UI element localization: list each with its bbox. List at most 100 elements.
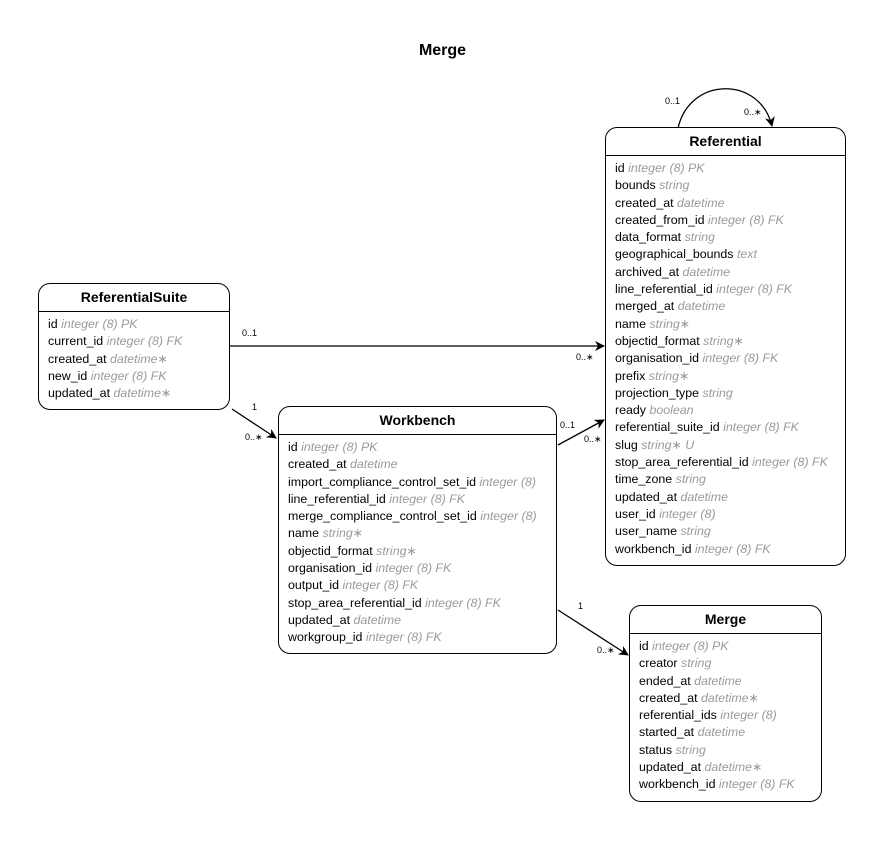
attribute-row: merged_at datetime [615, 298, 845, 315]
attribute-type: integer (8) [720, 708, 777, 723]
attribute-name: data_format [615, 230, 682, 245]
attribute-type: integer (8) FK [106, 334, 183, 349]
attribute-type: string [659, 178, 690, 193]
attribute-name: referential_suite_id [615, 420, 720, 435]
attribute-name: updated_at [48, 386, 111, 401]
attribute-type: integer (8) PK [652, 639, 729, 653]
attribute-row: archived_at datetime [615, 264, 845, 281]
attribute-type: integer (8) PK [301, 440, 378, 454]
attribute-name: organisation_id [288, 561, 373, 576]
attribute-row: updated_at datetime∗ [48, 385, 229, 402]
attribute-type: integer (8) FK [694, 541, 771, 556]
attribute-name: workgroup_id [288, 630, 363, 645]
attribute-row: id integer (8) PK [639, 638, 821, 655]
mult-wb-ref-from: 0..1 [560, 420, 576, 430]
entity-header: Workbench [279, 407, 556, 435]
attribute-row: objectid_format string∗ [288, 543, 556, 560]
attribute-name: id [615, 161, 625, 175]
attribute-row: time_zone string [615, 471, 845, 488]
attribute-type: integer (8) FK [708, 212, 784, 227]
mult-wb-merge-to: 0..∗ [597, 645, 615, 655]
attribute-name: line_referential_id [288, 491, 386, 506]
attribute-name: geographical_bounds [615, 247, 734, 262]
attribute-row: workbench_id integer (8) FK [615, 541, 845, 558]
edge-referential-self [677, 88, 775, 129]
attribute-type: datetime [697, 725, 746, 740]
attribute-row: created_at datetime [288, 456, 556, 473]
attribute-type: datetime [694, 673, 742, 688]
attribute-name: id [639, 639, 649, 653]
attribute-name: referential_ids [639, 708, 717, 723]
attribute-row: data_format string [615, 229, 845, 246]
attribute-row: slug string∗ U [615, 437, 845, 454]
attribute-row: line_referential_id integer (8) FK [288, 491, 556, 508]
mult-self-to: 0..∗ [744, 107, 762, 117]
attribute-row: workbench_id integer (8) FK [639, 776, 821, 793]
attribute-name: id [288, 440, 298, 454]
attribute-type: text [736, 247, 757, 262]
attribute-type: datetime [680, 489, 728, 504]
attribute-type: string∗ [703, 333, 744, 348]
entity-header: Merge [630, 606, 821, 634]
attribute-name: started_at [639, 725, 695, 740]
attribute-type: integer (8) FK [752, 455, 828, 470]
edge-referentialsuite-workbench [231, 408, 277, 439]
attribute-row: referential_ids integer (8) [639, 707, 821, 724]
attribute-name: current_id [48, 334, 104, 349]
attribute-name: updated_at [288, 612, 351, 627]
attribute-row: referential_suite_id integer (8) FK [615, 419, 845, 436]
attribute-type: datetime [677, 299, 726, 314]
attribute-type: integer (8) [480, 509, 537, 524]
attribute-type: integer (8) PK [61, 317, 138, 331]
attribute-row: workgroup_id integer (8) FK [288, 629, 556, 646]
attribute-row: ended_at datetime [639, 673, 821, 690]
attribute-name: status [639, 742, 673, 757]
attribute-type: datetime∗ [704, 760, 763, 775]
attribute-type: integer (8) [479, 474, 536, 489]
attribute-row: ready boolean [615, 402, 845, 419]
attribute-type: string∗ U [641, 437, 695, 452]
attribute-name: new_id [48, 368, 88, 383]
attribute-type: integer (8) FK [342, 578, 419, 593]
attribute-name: archived_at [615, 264, 680, 279]
attribute-row: line_referential_id integer (8) FK [615, 281, 845, 298]
attribute-type: integer (8) FK [375, 561, 452, 576]
attribute-row: prefix string∗ [615, 368, 845, 385]
attribute-type: integer (8) PK [628, 161, 705, 175]
mult-wb-ref-to: 0..∗ [584, 434, 602, 444]
attribute-type: datetime∗ [701, 690, 759, 705]
attribute-row: updated_at datetime [288, 612, 556, 629]
attribute-row: user_name string [615, 523, 845, 540]
attribute-name: user_name [615, 524, 677, 539]
attribute-row: started_at datetime [639, 724, 821, 741]
attribute-name: updated_at [615, 489, 678, 504]
attribute-row: name string∗ [615, 316, 845, 333]
attribute-type: string [684, 230, 715, 245]
attribute-name: organisation_id [615, 351, 700, 366]
mult-suite-wb-to: 0..∗ [245, 432, 263, 442]
attribute-type: integer (8) FK [718, 777, 795, 792]
attribute-row: import_compliance_control_set_id integer… [288, 474, 556, 491]
attribute-type: string [675, 742, 706, 757]
attribute-type: datetime∗ [110, 351, 168, 366]
mult-wb-merge-from: 1 [578, 601, 584, 611]
attribute-row: status string [639, 742, 821, 759]
attribute-row: stop_area_referential_id integer (8) FK [288, 595, 556, 612]
attribute-type: datetime [682, 264, 731, 279]
attribute-type: datetime [350, 457, 398, 472]
attribute-name: created_at [615, 195, 674, 210]
attribute-name: user_id [615, 506, 656, 521]
attribute-row: objectid_format string∗ [615, 333, 845, 350]
attribute-name: line_referential_id [615, 282, 713, 297]
mult-self-from: 0..1 [665, 96, 681, 106]
attribute-row: updated_at datetime∗ [639, 759, 821, 776]
attribute-type: integer (8) [659, 506, 716, 521]
attribute-name: creator [639, 656, 678, 671]
attribute-type: integer (8) FK [365, 630, 442, 645]
attribute-name: bounds [615, 178, 656, 193]
attribute-row: output_id integer (8) FK [288, 577, 556, 594]
